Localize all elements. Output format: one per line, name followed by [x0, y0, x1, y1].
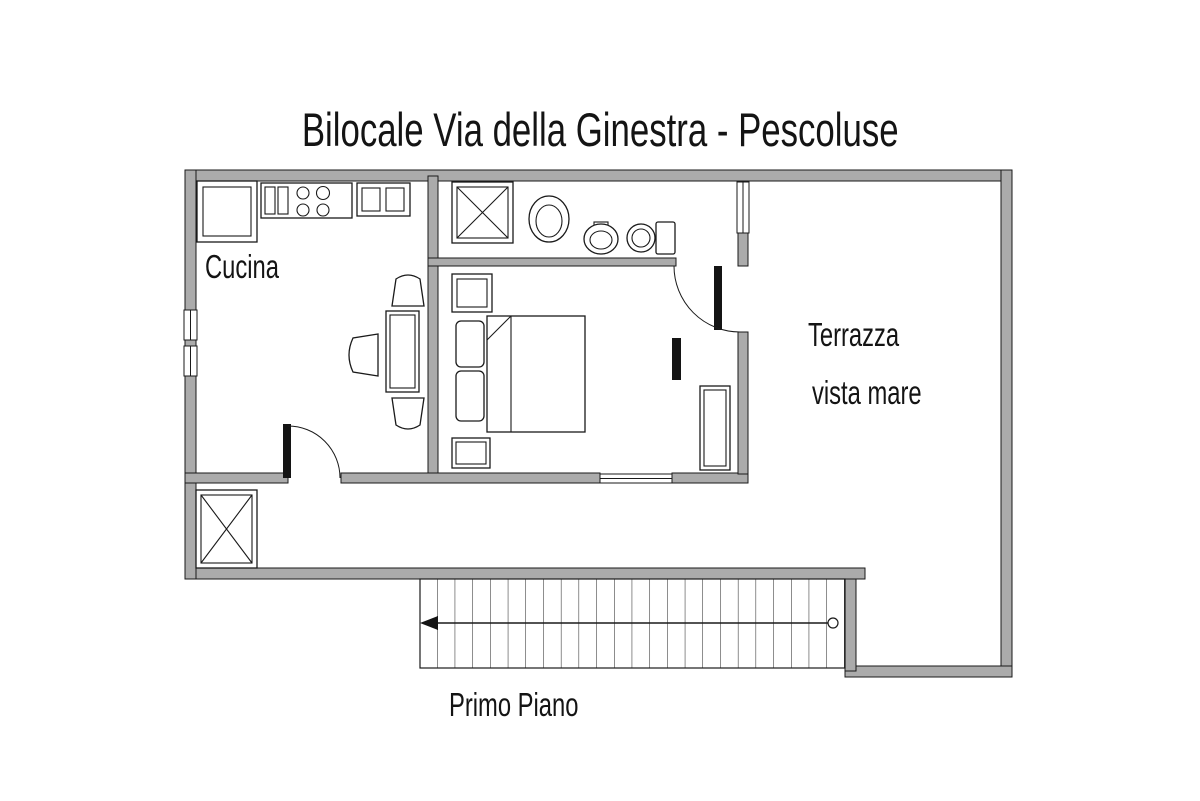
- double-sink: [356, 182, 411, 217]
- wall-terrace-a: [737, 232, 749, 267]
- window-left-2: [183, 345, 198, 377]
- kitchen-counter-sink: [260, 182, 353, 219]
- wall-right: [1000, 169, 1013, 678]
- chair-bottom: [391, 397, 425, 430]
- wall-left-upper: [184, 169, 197, 311]
- chair-top: [391, 274, 425, 307]
- wall-left-mullion: [184, 339, 197, 347]
- bidet: [583, 221, 619, 255]
- toilet: [626, 221, 676, 255]
- fridge: [196, 180, 258, 243]
- bedroom-furniture: [451, 273, 731, 471]
- terrace-room-label-line2: vista mare: [812, 374, 922, 411]
- nightstand: [451, 273, 493, 313]
- bathroom-fixtures: [451, 181, 676, 255]
- washbasin: [528, 195, 570, 243]
- pillow-1: [455, 320, 485, 368]
- wardrobe: [699, 385, 731, 471]
- dining-table: [385, 310, 420, 393]
- doors: [283, 265, 741, 479]
- stairs-direction-arrow: [420, 616, 438, 630]
- wall-stair-right: [844, 578, 857, 672]
- kitchen-room-label: Cucina: [205, 248, 279, 285]
- stairs-start-circle: [827, 617, 839, 629]
- wall-top: [184, 169, 1013, 182]
- door-kitchen: [283, 424, 341, 479]
- windows: [183, 181, 750, 484]
- plan-title: Bilocale Via della Ginestra - Pescoluse: [0, 106, 1200, 153]
- pillow-2: [455, 370, 485, 422]
- entry-shower: [195, 489, 258, 569]
- wall-kitchen-bottom-a: [184, 472, 289, 484]
- wall-bottom-left: [184, 567, 866, 580]
- window-bedroom-slider: [599, 473, 673, 484]
- stove-burners: [296, 185, 331, 217]
- window-bathroom: [736, 181, 750, 234]
- double-bed: [455, 315, 586, 433]
- wall-bathroom: [427, 257, 677, 267]
- plan-title-text: Bilocale Via della Ginestra - Pescoluse: [301, 103, 899, 156]
- wall-kitchen-bedroom: [427, 175, 439, 483]
- terrace-room-label-line1: Terrazza: [808, 316, 900, 353]
- wall-bedroom-bottom: [671, 472, 749, 484]
- wall-terrace-bottom: [844, 665, 1013, 678]
- wall-terrace-b: [737, 331, 749, 475]
- window-left-1: [183, 309, 198, 341]
- stairs: [419, 578, 846, 669]
- bench: [451, 437, 491, 469]
- shower: [451, 181, 514, 244]
- wall-pier: [672, 338, 681, 380]
- door-bedroom-terrace: [673, 265, 741, 333]
- wall-kitchen-bottom-b: [340, 472, 601, 484]
- chair-left: [348, 333, 379, 377]
- floor-level-label: Primo Piano: [449, 686, 579, 723]
- kitchen-furniture: [196, 180, 425, 430]
